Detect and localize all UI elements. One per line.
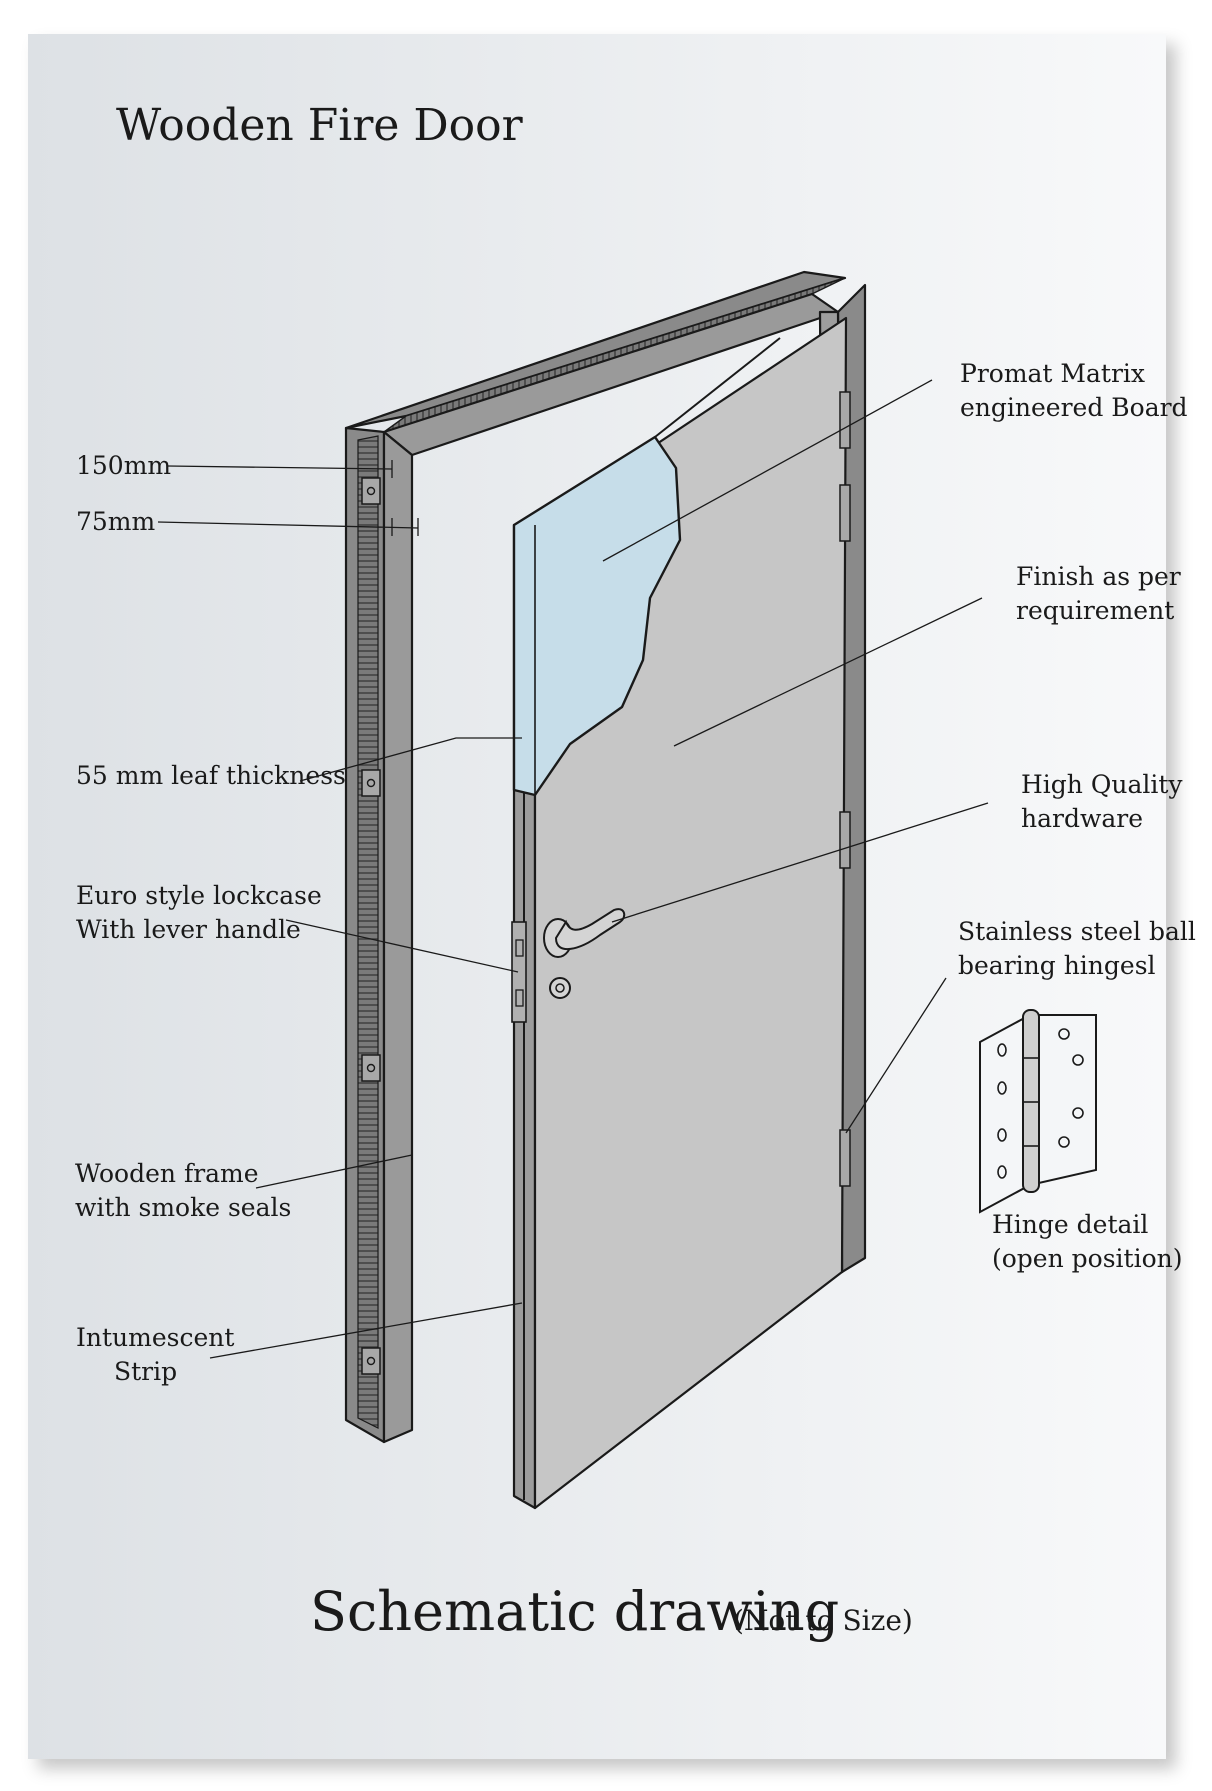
label-strip-2: Strip (114, 1357, 177, 1386)
label-hinge-detail-2: (open position) (992, 1244, 1182, 1273)
label-hinge-detail-1: Hinge detail (992, 1210, 1148, 1239)
label-leaf-thickness: 55 mm leaf thickness (76, 761, 346, 790)
door-leaf (512, 316, 848, 1510)
label-board-2: engineered Board (960, 393, 1188, 422)
label-strip-1: Intumescent (76, 1323, 234, 1352)
frame-fixing-plates (361, 477, 381, 1375)
label-hinges-2: bearing hingesl (958, 951, 1156, 980)
page-title: Wooden Fire Door (116, 100, 524, 151)
label-frame-2: with smoke seals (75, 1193, 291, 1222)
label-lockcase-1: Euro style lockcase (76, 881, 322, 910)
core-board-cutaway (512, 435, 682, 797)
lever-handle (543, 908, 626, 999)
label-finish-2: requirement (1016, 596, 1174, 625)
hinge-detail (979, 1009, 1097, 1214)
label-hardware-2: hardware (1021, 804, 1143, 833)
leader-lines (157, 379, 989, 1359)
label-lockcase-2: With lever handle (76, 915, 301, 944)
label-finish-1: Finish as per (1016, 562, 1181, 591)
label-frame-1: Wooden frame (75, 1159, 259, 1188)
label-hardware-1: High Quality (1021, 770, 1183, 799)
lockcase (511, 921, 527, 1023)
footer-note: (Not to Size) (733, 1604, 913, 1637)
label-board-1: Promat Matrix (960, 359, 1145, 388)
label-hinges-1: Stainless steel ball (958, 917, 1196, 946)
footer-title: Schematic drawing (310, 1580, 839, 1643)
label-150mm: 150mm (76, 451, 171, 480)
label-75mm: 75mm (76, 507, 156, 536)
door-hinges (839, 391, 851, 1187)
